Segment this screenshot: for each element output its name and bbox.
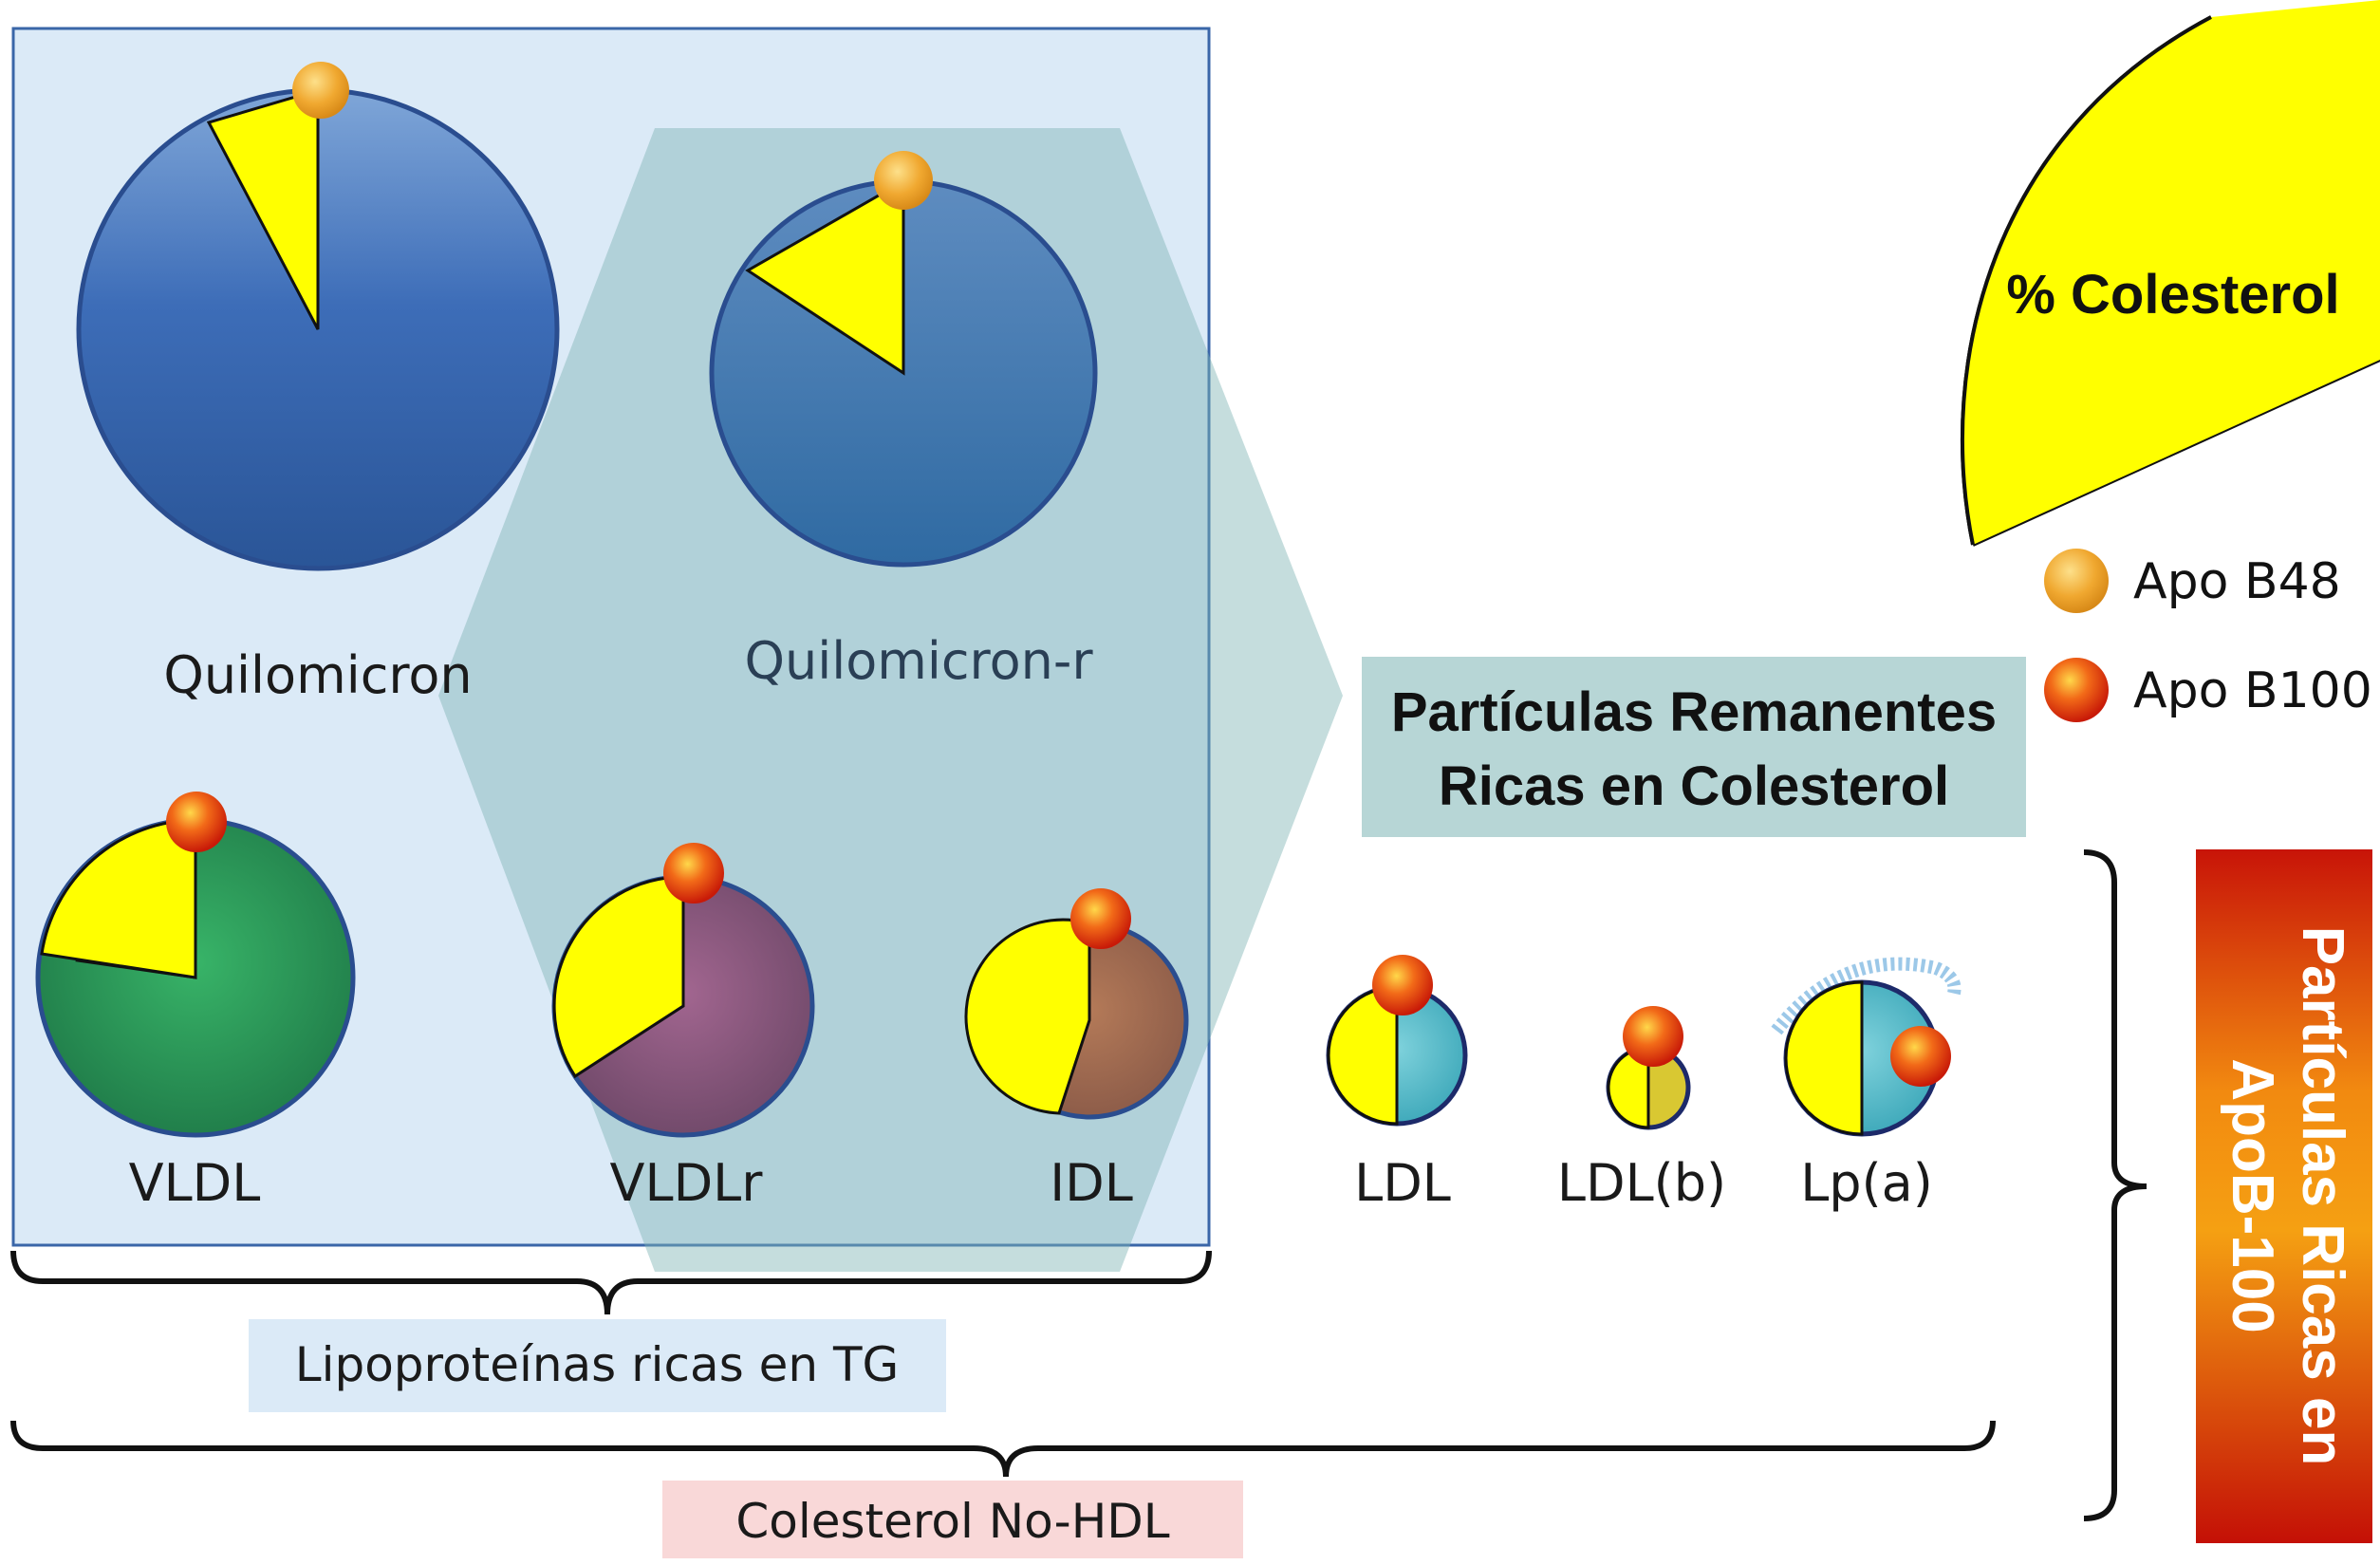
legend-apob48-label: Apo B48: [2133, 553, 2341, 610]
remnant-box-line1: Partículas Remanentes: [1391, 681, 1997, 743]
nohdl-brace: [10, 1420, 1996, 1478]
tg-box: [249, 1319, 946, 1412]
lpa-particle: [1771, 957, 1962, 1137]
ldlb-particle: [1606, 1006, 1691, 1130]
apob100-brace: [2083, 849, 2148, 1521]
legend-colesterol-label: % Colesterol: [2006, 264, 2339, 326]
legend-colesterol: % Colesterol: [1960, 0, 2380, 547]
vldlr-label: VLDLr: [610, 1153, 764, 1213]
legend-apob100-label: Apo B100: [2133, 662, 2372, 719]
quilomicron-r-particle: [709, 151, 1098, 568]
idl-particle: [964, 888, 1189, 1120]
ldlb-label: LDL(b): [1557, 1153, 1726, 1213]
quilomicron-r-label: Quilomicron-r: [744, 631, 1093, 691]
vldl-label: VLDL: [129, 1153, 261, 1213]
tg-brace: [10, 1250, 1212, 1315]
apob100-box: [2196, 849, 2372, 1543]
nohdl-box: [662, 1481, 1243, 1558]
nohdl-box-label: Colesterol No-HDL: [735, 1494, 1169, 1549]
lpa-label: Lp(a): [1800, 1153, 1933, 1213]
vldl-particle: [35, 792, 356, 1138]
vldlr-particle: [551, 843, 815, 1138]
quilomicron-particle: [76, 62, 560, 571]
ldl-label: LDL: [1354, 1153, 1451, 1213]
apob100-box-line1: Partículas Ricas en: [2290, 926, 2355, 1466]
tg-box-label: Lipoproteínas ricas en TG: [295, 1337, 900, 1392]
apob100-icon: [2044, 658, 2109, 722]
quilomicron-label: Quilomicron: [163, 645, 472, 705]
ldl-particle: [1326, 955, 1468, 1127]
apob48-icon: [2044, 549, 2109, 613]
remnant-box-line2: Ricas en Colesterol: [1439, 755, 1949, 817]
remnant-box: [1362, 657, 2026, 837]
apob100-box-line2: ApoB-100: [2220, 1058, 2285, 1332]
idl-label: IDL: [1050, 1153, 1133, 1213]
